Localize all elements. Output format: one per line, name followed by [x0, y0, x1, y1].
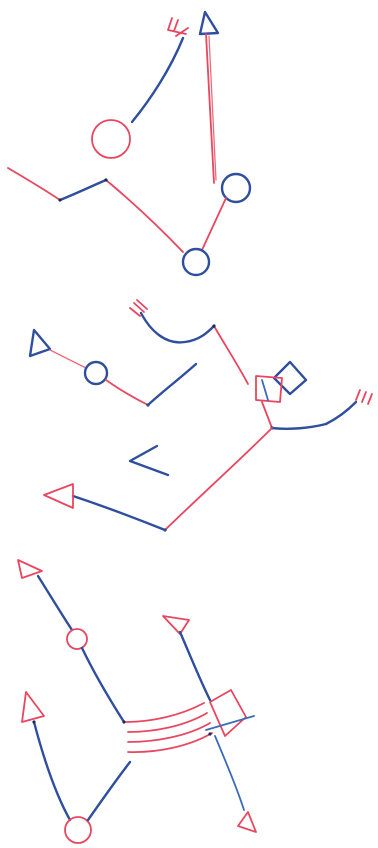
sketch-figure-top: [8, 12, 250, 275]
tick-marker: [356, 390, 372, 404]
triangle-node: [200, 12, 218, 34]
triangle-node: [44, 484, 73, 508]
connector-line: [8, 168, 60, 200]
triangle-node: [30, 330, 50, 356]
connector-line: [272, 424, 326, 429]
connector-line: [73, 496, 165, 530]
sketch-figure-middle: [30, 300, 372, 532]
connector-line: [50, 350, 86, 368]
connector-line: [88, 762, 130, 820]
connector-line: [165, 428, 272, 530]
joint-dot: [32, 720, 35, 723]
triangle-node: [238, 812, 256, 832]
triangle-node: [163, 616, 189, 634]
sketch-figure-bottom: [18, 560, 256, 843]
connector-line: [106, 380, 148, 405]
joint-dot: [212, 324, 215, 327]
circle-node: [92, 120, 130, 158]
joint-dot: [58, 198, 61, 201]
square-node: [210, 690, 246, 736]
tick-marker: [168, 18, 188, 36]
triangle-node: [22, 692, 44, 722]
connector-line: [34, 722, 70, 820]
square-node: [256, 376, 282, 402]
connector-line: [38, 576, 72, 630]
arc-lines: [126, 703, 212, 752]
connector-line: [106, 180, 183, 252]
chevron-mark: [130, 446, 168, 475]
connector-line: [148, 364, 196, 405]
circle-node: [65, 817, 91, 843]
connector-line: [132, 38, 183, 122]
circle-node: [85, 362, 107, 384]
connector-line: [262, 402, 272, 428]
connector-line: [206, 716, 254, 730]
connector-line: [202, 198, 226, 250]
connector-line: [262, 380, 268, 400]
connector-line: [82, 648, 124, 722]
circle-node: [67, 629, 87, 649]
joint-dot: [208, 732, 211, 735]
connector-line: [326, 402, 356, 424]
connector-line: [180, 632, 210, 700]
connector-line: [215, 736, 244, 810]
connector-line: [214, 326, 248, 384]
circle-node: [183, 249, 209, 275]
tick-marker: [130, 300, 147, 316]
joint-dot: [104, 178, 107, 181]
connector-line: [60, 180, 106, 200]
connector-line: [141, 313, 214, 342]
